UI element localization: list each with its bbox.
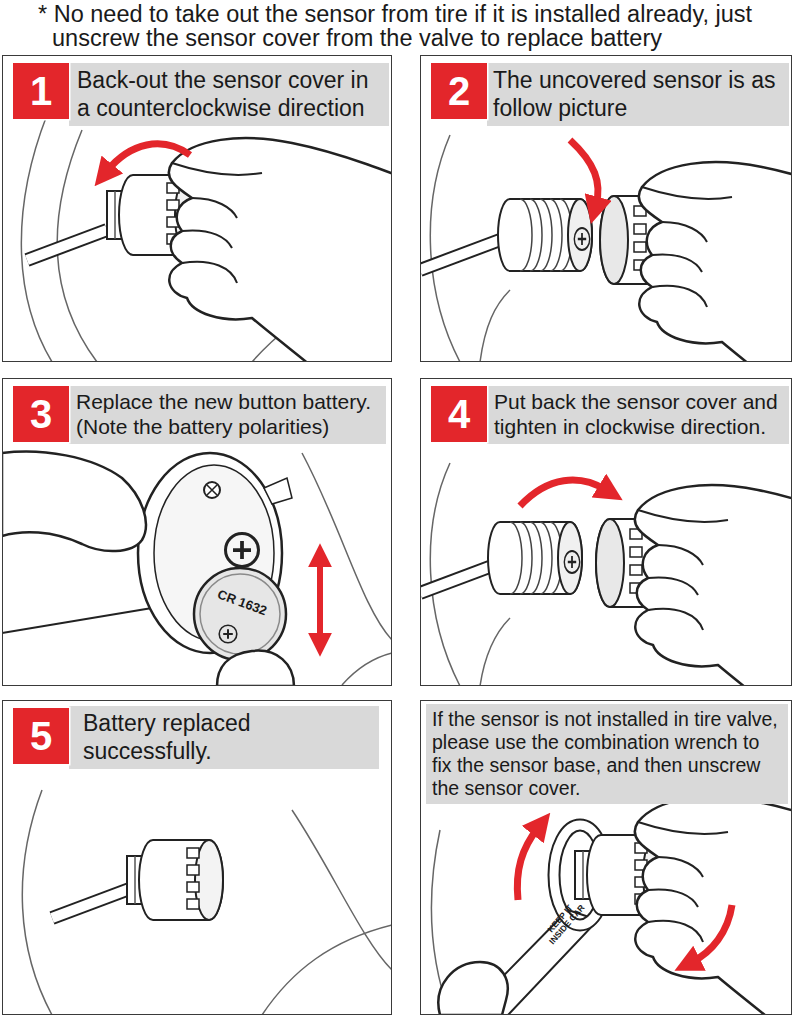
step6-illustration bbox=[635, 797, 792, 1015]
step3-illustration bbox=[2, 608, 152, 633]
callout-number: 4 bbox=[448, 394, 470, 434]
header-band: Replace the new button battery. (Note th… bbox=[69, 386, 386, 444]
step5-illustration bbox=[52, 888, 132, 918]
step1-illustration bbox=[107, 144, 190, 171]
step5-illustration bbox=[22, 790, 392, 1015]
step3-illustration bbox=[194, 568, 286, 660]
step3-illustration bbox=[217, 651, 294, 686]
step-instruction: Back-out the sensor cover in a countercl… bbox=[77, 67, 382, 121]
callout-number: 1 bbox=[30, 71, 52, 111]
step3-illustration bbox=[219, 625, 237, 643]
step-number: 2 bbox=[431, 63, 487, 119]
step4-illustration bbox=[520, 480, 606, 506]
step2-illustration bbox=[570, 140, 598, 205]
step-instruction: Replace the new button battery. (Note th… bbox=[76, 390, 379, 440]
step-number: 5 bbox=[13, 708, 69, 764]
callout-number: 3 bbox=[30, 394, 52, 434]
header-band: Battery replaced successfully. bbox=[69, 706, 379, 769]
step-instruction: The uncovered sensor is as follow pictur… bbox=[493, 67, 783, 121]
step-instruction: Battery replaced successfully. bbox=[83, 710, 303, 764]
callout-number: 2 bbox=[448, 71, 470, 111]
step-panel: Put back the sensor cover and tighten in… bbox=[420, 378, 792, 686]
step5-illustration bbox=[127, 840, 223, 920]
step-instruction: If the sensor is not installed in tire v… bbox=[432, 708, 781, 800]
step4-illustration bbox=[635, 485, 792, 686]
step3-illustration bbox=[264, 478, 292, 504]
step-panel: If the sensor is not installed in tire v… bbox=[420, 700, 792, 1015]
step6-illustration bbox=[517, 828, 538, 900]
step-number: 1 bbox=[13, 63, 69, 119]
step-panel: The uncovered sensor is as follow pictur… bbox=[420, 55, 792, 362]
step2-illustration bbox=[639, 162, 792, 362]
step2-illustration bbox=[498, 199, 592, 271]
step-panel: Back-out the sensor cover in a countercl… bbox=[2, 55, 392, 362]
step3-illustration bbox=[204, 482, 220, 498]
step-panel: Replace the new button battery. (Note th… bbox=[2, 378, 392, 686]
step6-illustration bbox=[438, 962, 507, 1015]
step2-illustration bbox=[420, 135, 792, 362]
step3-illustration bbox=[2, 452, 146, 551]
step1-illustration bbox=[21, 115, 392, 362]
note-text: * No need to take out the sensor from ti… bbox=[38, 2, 792, 50]
step1-illustration bbox=[27, 230, 107, 260]
header-band: If the sensor is not installed in tire v… bbox=[426, 704, 788, 804]
step-panel: Battery replaced successfully. 5 bbox=[2, 700, 392, 1015]
step-number: 4 bbox=[431, 386, 487, 442]
step3-illustration bbox=[302, 453, 392, 685]
step3-illustration bbox=[2, 452, 392, 686]
step6-illustration bbox=[692, 905, 732, 962]
step3-illustration bbox=[317, 560, 323, 640]
step2-illustration bbox=[420, 240, 500, 270]
step5-illustration bbox=[22, 790, 392, 1015]
callout-number: 5 bbox=[30, 716, 52, 756]
step-instruction: Put back the sensor cover and tighten in… bbox=[494, 390, 782, 440]
step1-illustration bbox=[169, 138, 392, 362]
step4-illustration bbox=[488, 522, 582, 594]
header-band: Back-out the sensor cover in a countercl… bbox=[69, 63, 389, 126]
step4-illustration bbox=[420, 463, 792, 686]
header-band: The uncovered sensor is as follow pictur… bbox=[487, 63, 789, 126]
step3-illustration bbox=[226, 534, 259, 567]
header-band: Put back the sensor cover and tighten in… bbox=[487, 386, 789, 444]
step6-illustration bbox=[431, 797, 792, 1015]
step3-illustration bbox=[207, 485, 217, 495]
step-number: 3 bbox=[13, 386, 69, 442]
